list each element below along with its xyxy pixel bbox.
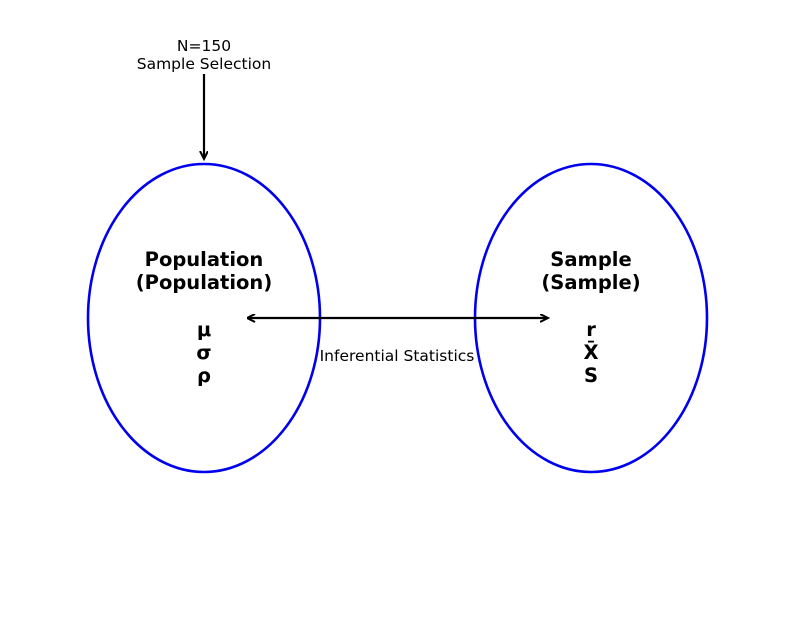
population-title: Population (145, 248, 264, 271)
population-symbol-rho: ρ (197, 364, 211, 387)
sample-selection-label: Sample Selection (137, 55, 271, 73)
sample-size-label: N=150 (177, 37, 231, 55)
sample-symbol-s: S (584, 364, 598, 387)
population-symbol-sigma: σ (196, 341, 211, 364)
sample-title: Sample (550, 248, 631, 271)
sample-symbol-xbar: X̄ (583, 340, 598, 364)
population-symbol-mu: μ (197, 318, 211, 341)
population-subtitle: (Population) (136, 271, 272, 294)
inferential-statistics-label: Inferential Statistics (320, 347, 475, 365)
sample-subtitle: (Sample) (541, 271, 640, 294)
sample-symbol-r: r (586, 318, 596, 341)
